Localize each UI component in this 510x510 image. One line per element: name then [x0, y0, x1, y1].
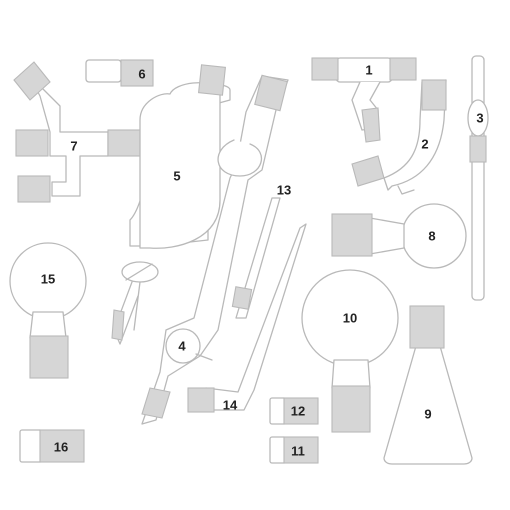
piece-4-joint-top — [254, 74, 288, 112]
piece-5-joint-top — [197, 64, 227, 96]
label-15: 15 — [41, 272, 55, 287]
label-1: 1 — [365, 63, 372, 78]
label-16: 16 — [54, 440, 68, 455]
label-10: 10 — [343, 311, 357, 326]
piece-9-body — [383, 345, 473, 465]
piece-5-stopcock-handle — [125, 263, 153, 281]
piece-7-body — [27, 73, 109, 197]
piece-6-joint — [120, 59, 154, 87]
piece-9-joint — [409, 305, 445, 349]
piece-5-joint-bottom — [111, 309, 125, 341]
piece-11-joint — [283, 436, 319, 464]
piece-5-body — [139, 82, 221, 249]
label-11: 11 — [291, 444, 305, 459]
piece-11: 11 — [269, 436, 319, 464]
piece-1: 1 — [311, 57, 417, 143]
piece-7-joint-top — [13, 61, 51, 101]
piece-7-joint-left — [15, 129, 49, 157]
piece-15-neck — [29, 311, 67, 339]
piece-2-joint-top — [421, 79, 447, 111]
piece-15: 15 — [9, 242, 87, 379]
piece-1-joint-right — [389, 57, 417, 81]
piece-3-tube — [471, 55, 485, 301]
label-13: 13 — [277, 183, 291, 198]
piece-14-joint — [187, 387, 215, 413]
piece-4-coil — [217, 139, 262, 177]
piece-7-joint-bottom — [17, 175, 51, 203]
piece-16: 16 — [19, 429, 85, 463]
piece-5: 5 — [111, 64, 231, 345]
piece-4-joint-bottom — [141, 387, 171, 419]
piece-2-hook — [397, 185, 415, 195]
piece-4-bulb — [165, 328, 201, 364]
piece-1-joint-left — [311, 57, 339, 81]
piece-14: 14 — [187, 223, 307, 413]
piece-4-sidearm — [195, 353, 213, 361]
piece-15-joint — [29, 335, 69, 379]
piece-4: 4 — [141, 74, 289, 425]
piece-14-body — [205, 223, 307, 411]
label-6: 6 — [138, 67, 145, 82]
label-14: 14 — [223, 398, 238, 413]
piece-2: 2 — [351, 79, 447, 195]
piece-13-joint — [231, 286, 253, 310]
piece-13: 13 — [231, 183, 291, 319]
piece-16-body — [19, 429, 43, 463]
label-3: 3 — [476, 111, 483, 126]
piece-12: 12 — [269, 397, 319, 425]
piece-1-body — [335, 57, 393, 83]
piece-3-joint — [469, 135, 487, 163]
piece-12-joint — [283, 397, 319, 425]
piece-16-joint — [39, 429, 85, 463]
label-12: 12 — [291, 404, 305, 419]
label-7: 7 — [70, 139, 77, 154]
label-2: 2 — [421, 137, 428, 152]
label-8: 8 — [428, 229, 435, 244]
piece-9: 9 — [383, 305, 473, 465]
piece-13-body — [235, 197, 281, 319]
label-9: 9 — [424, 407, 431, 422]
label-5: 5 — [173, 169, 180, 184]
piece-3: 3 — [467, 55, 489, 301]
piece-8: 8 — [331, 203, 467, 269]
piece-6: 6 — [85, 59, 154, 87]
piece-7-joint-right — [107, 129, 143, 157]
piece-10-neck — [331, 359, 371, 389]
label-4: 4 — [178, 339, 186, 354]
piece-7: 7 — [13, 61, 143, 203]
piece-8-joint — [331, 213, 373, 257]
piece-2-joint-bottom — [351, 155, 385, 187]
piece-8-neck — [369, 217, 405, 255]
piece-6-body — [85, 59, 122, 83]
piece-10: 10 — [301, 269, 399, 433]
piece-10-joint — [331, 385, 371, 433]
piece-1-joint-bottom — [361, 107, 381, 143]
